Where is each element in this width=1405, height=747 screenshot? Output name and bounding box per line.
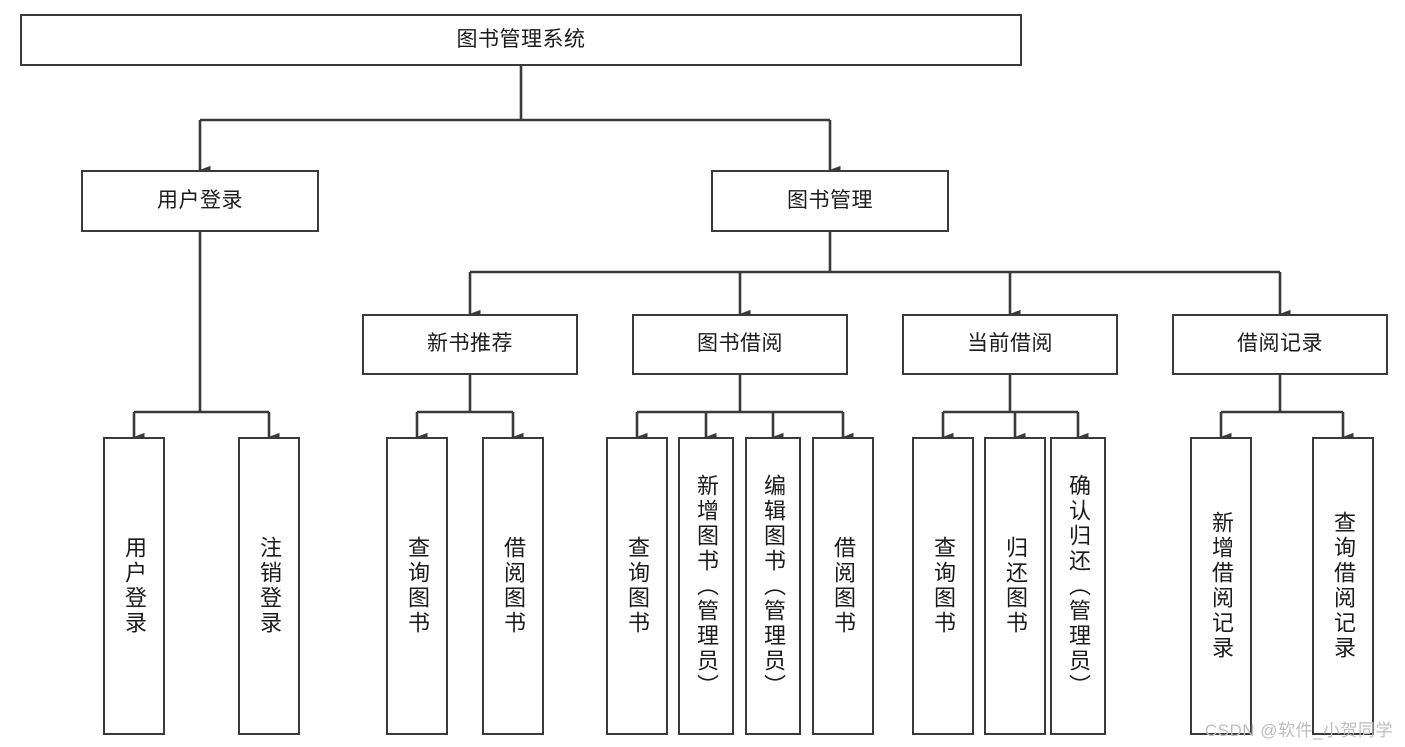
leaf-add-borrow-record-label: 新增借阅记录 xyxy=(1209,511,1234,661)
leaf-borrow-book-1[interactable]: 借阅图书 xyxy=(482,437,544,735)
node-user-login-label: 用户登录 xyxy=(157,188,243,212)
node-book-borrow[interactable]: 图书借阅 xyxy=(632,314,848,375)
leaf-borrow-book-2[interactable]: 借阅图书 xyxy=(812,437,874,735)
leaf-return-book-label: 归还图书 xyxy=(1003,536,1028,636)
node-root-label: 图书管理系统 xyxy=(456,27,586,51)
leaf-return-book[interactable]: 归还图书 xyxy=(984,437,1046,735)
leaf-confirm-return-admin-label: 确认归还（管理员） xyxy=(1066,473,1091,699)
leaf-edit-book-admin[interactable]: 编辑图书（管理员） xyxy=(745,437,801,735)
node-new-book-recommend-label: 新书推荐 xyxy=(427,332,513,356)
leaf-query-book-3[interactable]: 查询图书 xyxy=(912,437,974,735)
node-root[interactable]: 图书管理系统 xyxy=(20,14,1022,66)
node-borrow-record-label: 借阅记录 xyxy=(1237,332,1323,356)
leaf-user-login[interactable]: 用户登录 xyxy=(103,437,165,735)
leaf-query-book-2[interactable]: 查询图书 xyxy=(606,437,668,735)
leaf-add-book-admin[interactable]: 新增图书（管理员） xyxy=(678,437,734,735)
leaf-query-book-2-label: 查询图书 xyxy=(625,536,650,636)
node-book-manage-label: 图书管理 xyxy=(787,188,873,212)
leaf-add-book-admin-label: 新增图书（管理员） xyxy=(694,473,719,699)
node-current-borrow-label: 当前借阅 xyxy=(967,332,1053,356)
leaf-confirm-return-admin[interactable]: 确认归还（管理员） xyxy=(1050,437,1106,735)
leaf-query-book-1[interactable]: 查询图书 xyxy=(386,437,448,735)
leaf-user-login-label: 用户登录 xyxy=(122,536,147,636)
node-new-book-recommend[interactable]: 新书推荐 xyxy=(362,314,578,375)
leaf-query-book-3-label: 查询图书 xyxy=(931,536,956,636)
leaf-borrow-book-2-label: 借阅图书 xyxy=(831,536,856,636)
leaf-query-borrow-record[interactable]: 查询借阅记录 xyxy=(1312,437,1374,735)
node-borrow-record[interactable]: 借阅记录 xyxy=(1172,314,1388,375)
leaf-user-logout[interactable]: 注销登录 xyxy=(238,437,300,735)
leaf-query-borrow-record-label: 查询借阅记录 xyxy=(1331,511,1356,661)
leaf-borrow-book-1-label: 借阅图书 xyxy=(501,536,526,636)
leaf-add-borrow-record[interactable]: 新增借阅记录 xyxy=(1190,437,1252,735)
node-book-manage[interactable]: 图书管理 xyxy=(711,170,949,232)
node-user-login[interactable]: 用户登录 xyxy=(81,170,319,232)
node-book-borrow-label: 图书借阅 xyxy=(697,332,783,356)
leaf-user-logout-label: 注销登录 xyxy=(257,536,282,636)
leaf-edit-book-admin-label: 编辑图书（管理员） xyxy=(761,473,786,699)
node-current-borrow[interactable]: 当前借阅 xyxy=(902,314,1118,375)
leaf-query-book-1-label: 查询图书 xyxy=(405,536,430,636)
